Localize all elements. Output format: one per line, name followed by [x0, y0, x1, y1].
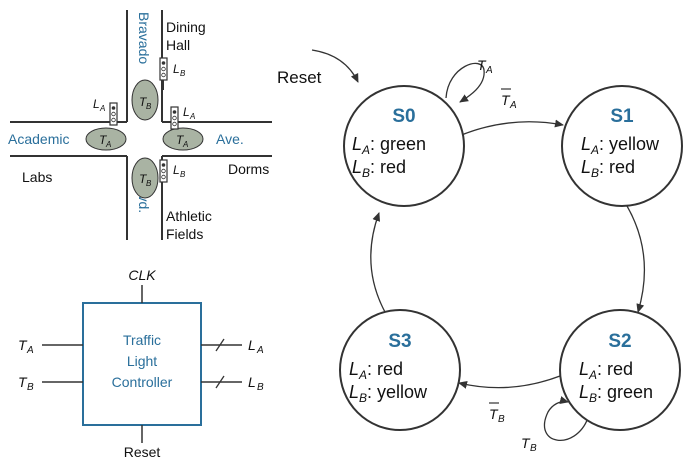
state-la-line: LA: green: [352, 134, 426, 157]
reset-arrow: [311, 49, 359, 83]
s0-s1-sub: A: [509, 100, 517, 111]
state-s0: S0 LA: green LB: red: [343, 85, 465, 207]
svg-text:T: T: [99, 133, 108, 147]
state-la-line: LA: red: [349, 359, 403, 382]
state-name: S0: [392, 106, 415, 127]
state-s3: S3 LA: red LB: yellow: [339, 309, 461, 431]
traffic-light-icon: [109, 102, 118, 126]
loop-ta-sub: A: [485, 65, 493, 76]
s0-self-loop: [445, 62, 485, 103]
controller-title-3: Controller: [112, 374, 173, 390]
input-ta-label: T: [18, 337, 28, 353]
light-la-east: L: [183, 105, 190, 119]
sensor-ta-east: T A: [162, 127, 204, 151]
s2-self-loop: [543, 396, 589, 442]
svg-text:B: B: [146, 179, 152, 188]
loop-tb-label: T: [521, 435, 531, 451]
loop-ta-label: T: [477, 57, 487, 73]
sensor-ta-west: T A: [85, 127, 127, 151]
light-lb-south: L: [173, 163, 180, 177]
output-lb-label: L: [248, 374, 256, 390]
state-la-line: LA: red: [579, 359, 633, 382]
fsm-reset-label: Reset: [277, 68, 322, 87]
controller-title-1: Traffic: [123, 332, 161, 348]
s0-s1-label: T: [501, 92, 511, 108]
bus-slash: [215, 375, 225, 389]
s2-s3-sub: B: [498, 414, 505, 425]
svg-text:A: A: [182, 140, 188, 149]
traffic-light-icon: [170, 106, 179, 130]
light-la-sub: A: [99, 104, 105, 113]
svg-text:B: B: [146, 102, 152, 111]
light-la-sub: A: [189, 112, 195, 121]
loop-tb-sub: B: [530, 443, 537, 454]
svg-text:T: T: [139, 95, 148, 109]
svg-text:T: T: [176, 133, 185, 147]
svg-text:T: T: [139, 172, 148, 186]
input-tb-label: T: [18, 374, 28, 390]
state-lb-line: LB: yellow: [349, 382, 428, 405]
state-lb-line: LB: red: [581, 157, 635, 180]
bus-slash: [215, 338, 225, 352]
controller-block: Traffic Light Controller CLK Reset T A T…: [18, 267, 264, 460]
light-lb-sub: B: [180, 69, 186, 78]
controller-title-2: Light: [127, 353, 157, 369]
place-hall: Hall: [166, 37, 190, 53]
output-la-sub: A: [256, 345, 264, 356]
clk-label: CLK: [128, 267, 156, 283]
intersection-map: Bravado Blvd. Academic Ave. Dining Hall …: [8, 10, 272, 242]
s0-to-s1-arrow: [458, 119, 564, 137]
place-dining: Dining: [166, 19, 206, 35]
sensor-tb-north: T B: [131, 79, 159, 121]
reset-label: Reset: [124, 444, 161, 460]
state-diagram: Reset T A T A T B T B S0 LA: green LB: r…: [277, 49, 683, 454]
svg-text:A: A: [105, 140, 111, 149]
place-fields: Fields: [166, 226, 203, 242]
output-lb-sub: B: [257, 382, 264, 393]
state-name: S2: [608, 331, 631, 352]
input-tb-sub: B: [27, 382, 34, 393]
input-ta-sub: A: [26, 345, 34, 356]
state-name: S3: [388, 331, 411, 352]
light-lb-north: L: [173, 62, 180, 76]
state-name: S1: [610, 106, 634, 127]
s1-to-s2-arrow: [626, 205, 646, 313]
place-athletic: Athletic: [166, 208, 212, 224]
output-la-label: L: [248, 337, 256, 353]
sensor-tb-south: T B: [131, 157, 159, 199]
s2-s3-label: T: [489, 406, 499, 422]
state-s2: S2 LA: red LB: green: [559, 309, 681, 431]
state-lb-line: LB: red: [352, 157, 406, 180]
traffic-light-icon: [159, 159, 168, 183]
s3-to-s0-arrow: [370, 212, 386, 313]
street-bravado: Bravado: [136, 12, 152, 64]
state-la-line: LA: yellow: [581, 134, 660, 157]
state-lb-line: LB: green: [579, 382, 653, 405]
street-academic: Academic: [8, 131, 69, 147]
light-lb-sub: B: [180, 170, 186, 179]
place-dorms: Dorms: [228, 161, 269, 177]
state-s1: S1 LA: yellow LB: red: [561, 85, 683, 207]
traffic-light-icon: [159, 57, 168, 90]
street-ave: Ave.: [216, 131, 244, 147]
s2-to-s3-arrow: [458, 375, 561, 389]
light-la-west: L: [93, 97, 100, 111]
place-labs: Labs: [22, 169, 52, 185]
